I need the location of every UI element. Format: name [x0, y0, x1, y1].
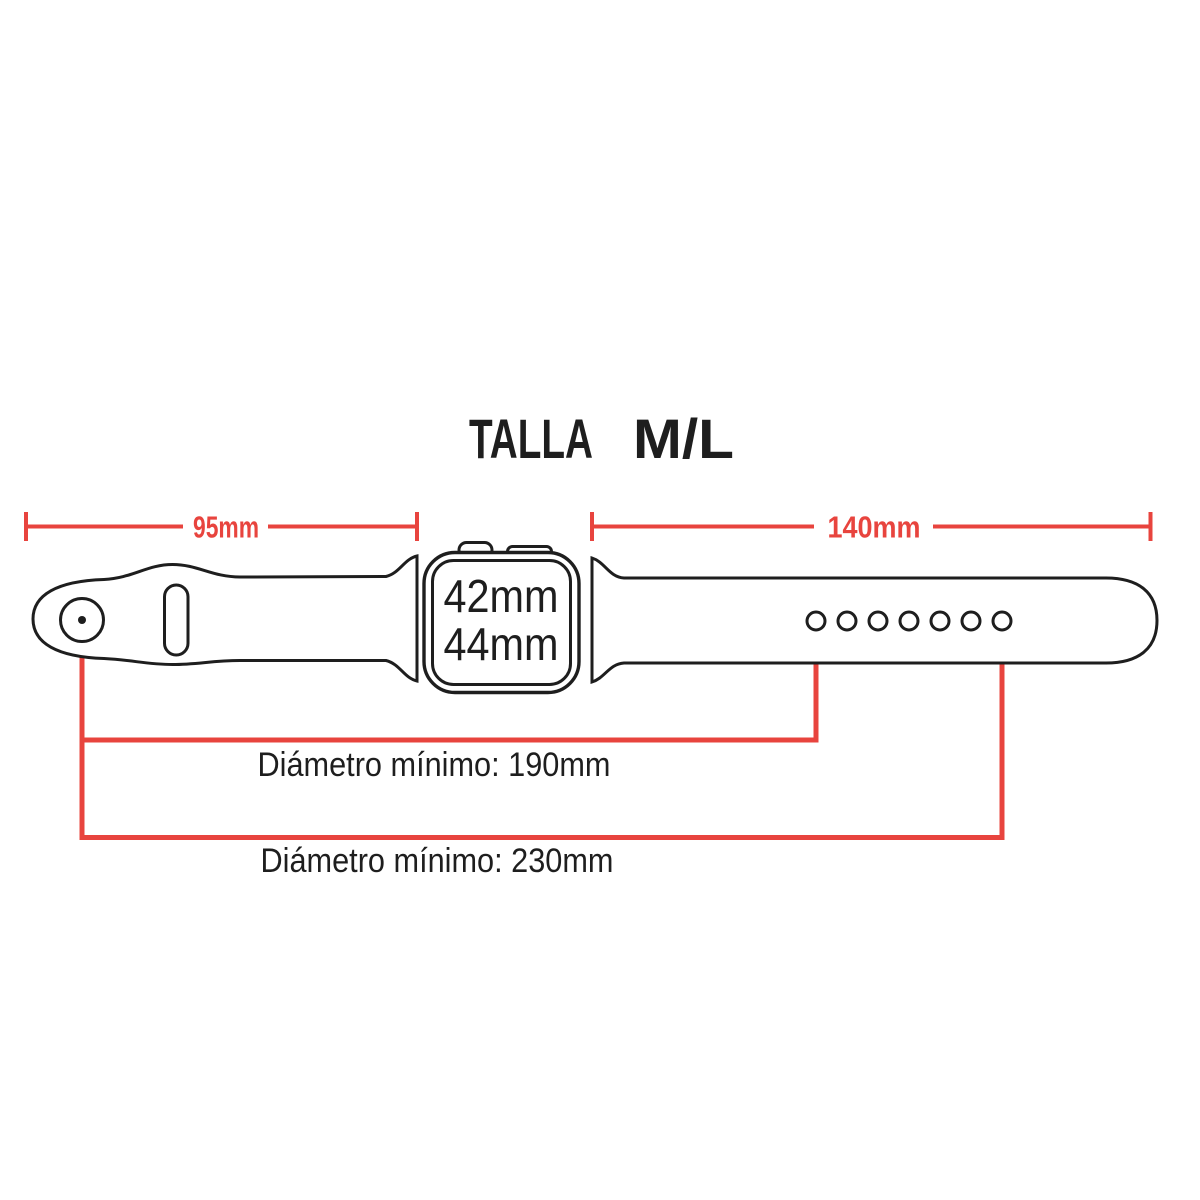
band-hole: [898, 610, 920, 632]
callout-lines: [79, 623, 1005, 840]
dimension-line-left-band: [24, 512, 419, 541]
diagram-title-talla: TALLA: [469, 407, 593, 470]
dimension-label-140mm: 140mm: [828, 510, 921, 545]
watch-screen: [431, 559, 572, 686]
band-hole: [929, 610, 951, 632]
band-hole: [867, 610, 889, 632]
dimension-line-right-band: [590, 512, 1153, 541]
band-hole: [991, 610, 1013, 632]
watch-case-group: 42mm 44mm: [422, 541, 581, 695]
diagram-title-size: M/L: [633, 407, 734, 470]
band-holes: [805, 610, 1013, 632]
pin-hole-dot: [78, 616, 86, 624]
band-slot: [163, 583, 190, 657]
watch-band-left: [31, 554, 419, 683]
case-size-line1: 42mm: [444, 570, 559, 622]
band-left-outline: [31, 554, 419, 683]
callout-line-190mm: [79, 631, 819, 743]
callout-line-230mm: [79, 631, 1005, 840]
callout-label-190mm: Diámetro mínimo: 190mm: [258, 746, 611, 784]
band-hole: [805, 610, 827, 632]
dimension-label-95mm: 95mm: [193, 510, 259, 545]
band-hole: [960, 610, 982, 632]
watch-band-right: [590, 555, 1159, 685]
callout-label-230mm: Diámetro mínimo: 230mm: [261, 842, 614, 880]
band-hole: [836, 610, 858, 632]
case-size-line2: 44mm: [444, 618, 559, 670]
